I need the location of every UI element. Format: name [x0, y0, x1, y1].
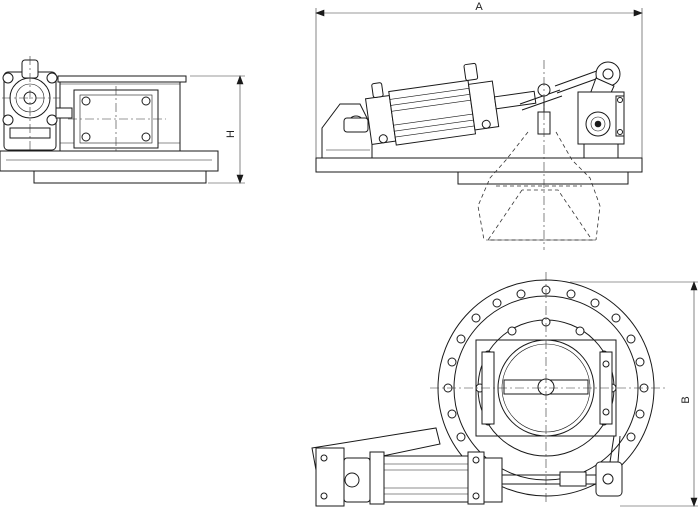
pneumatic-cylinder	[364, 62, 537, 146]
side-view	[0, 56, 219, 184]
side-view-lower-flange	[33, 170, 207, 184]
bolt-hole-icon	[507, 326, 517, 336]
swing-envelope-right	[555, 131, 601, 241]
swing-envelope-left	[477, 131, 529, 241]
bolt-hole-icon	[566, 289, 576, 299]
dimension-a: A	[315, 1, 643, 158]
plan-view-cylinder-barrel	[383, 455, 469, 503]
bolt-hole-icon	[456, 334, 466, 344]
bolt-hole-icon	[635, 357, 645, 367]
bolt-hole-icon	[611, 313, 621, 323]
bolt-hole-icon	[635, 409, 645, 419]
bolt-icon	[81, 132, 91, 142]
bolt-hole-icon	[516, 289, 526, 299]
bolt-hole-icon	[471, 313, 481, 323]
outer-bolt-holes	[443, 285, 649, 442]
bolt-hole-icon	[626, 334, 636, 344]
bolt-hole-icon	[447, 409, 457, 419]
bolt-icon	[81, 96, 91, 106]
front-view-lower-flange	[457, 171, 629, 185]
dimension-h: H	[190, 75, 245, 184]
bolt-hole-icon	[492, 298, 502, 308]
dimension-a-label: A	[475, 1, 483, 13]
plan-view-mount-plate	[315, 447, 345, 507]
bolt-hole-icon	[575, 326, 585, 336]
dimension-b-label: B	[680, 396, 692, 403]
bolt-icon	[141, 96, 151, 106]
bolt-hole-icon	[590, 298, 600, 308]
front-view	[315, 60, 643, 250]
bolt-hole-icon	[447, 357, 457, 367]
bolt-icon	[141, 132, 151, 142]
side-view-base-plate	[0, 150, 219, 172]
front-view-base-plate	[315, 157, 643, 173]
dimension-b: B	[570, 281, 698, 507]
side-view-top-plate	[57, 75, 187, 83]
bolt-hole-icon	[456, 432, 466, 442]
dimension-h-label: H	[225, 130, 237, 138]
bolt-hole-icon	[626, 432, 636, 442]
plan-view	[311, 272, 666, 507]
